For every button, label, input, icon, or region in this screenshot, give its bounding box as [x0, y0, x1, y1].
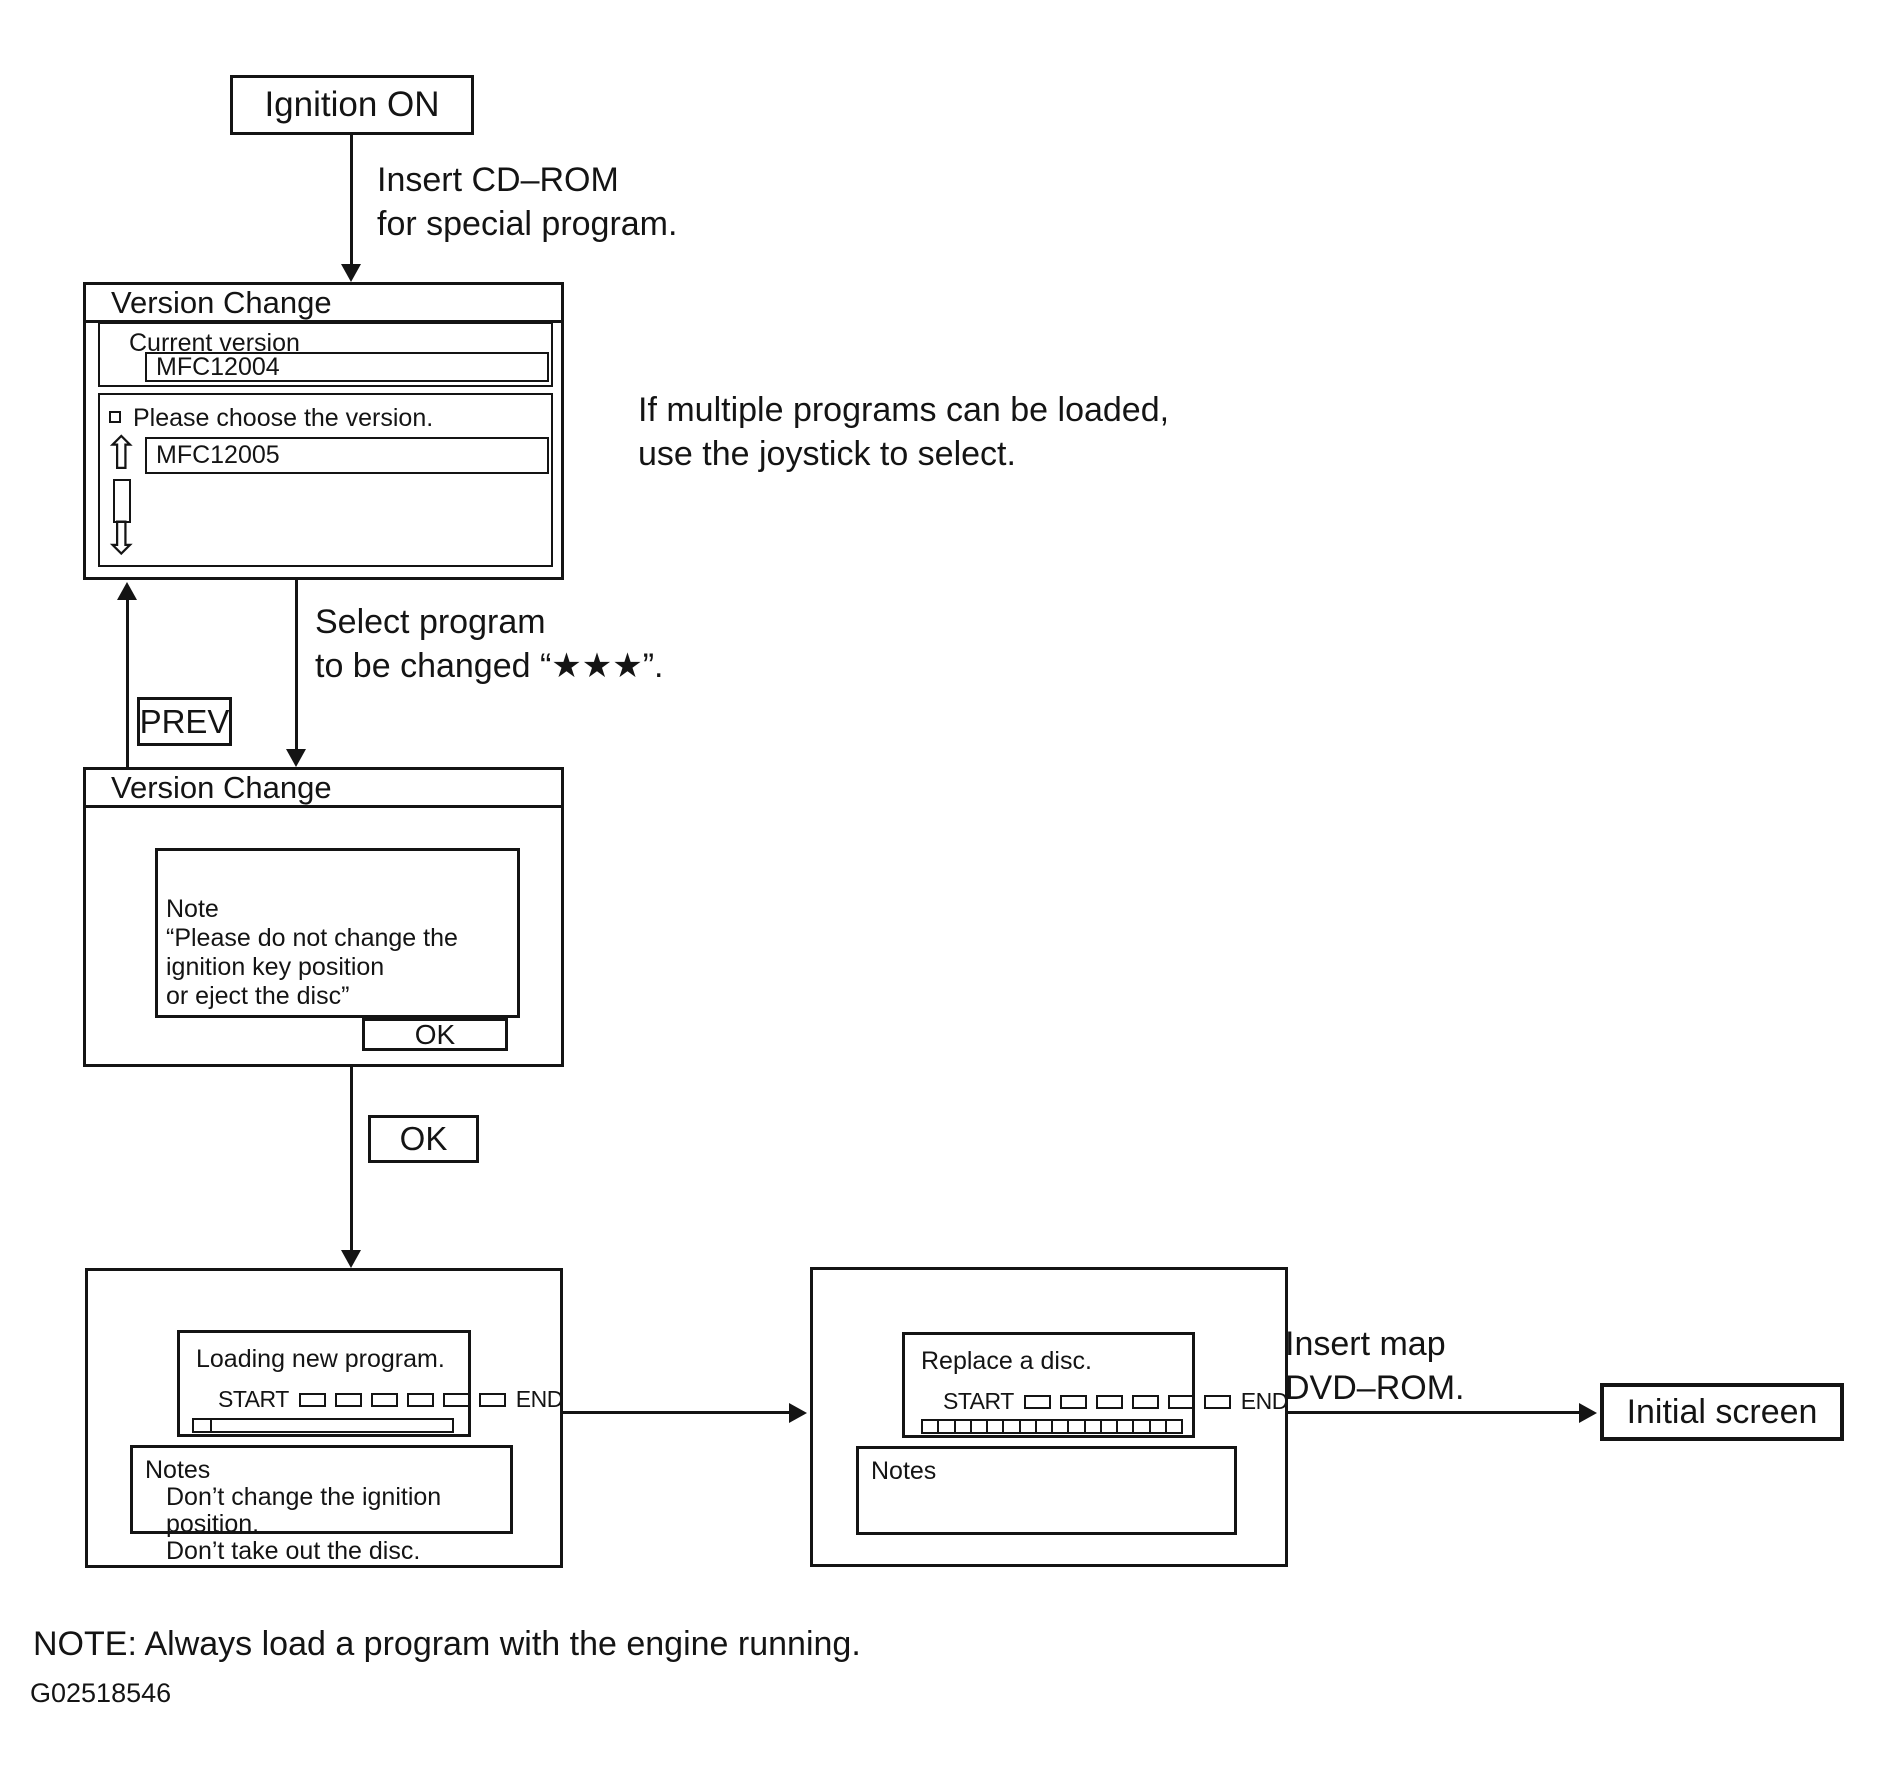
scroll-track: [113, 479, 131, 523]
arrowhead-down-icon: [286, 749, 306, 767]
window-replace-disc: Replace a disc. START END Notes: [810, 1267, 1288, 1567]
window-loading: Loading new program. START END Notes Don…: [85, 1268, 563, 1568]
connector-ignition-to-select: [350, 135, 353, 266]
connector-loading-to-replace: [563, 1411, 791, 1414]
connector-replace-to-initial: [1288, 1411, 1579, 1414]
replace-progress-row: START END: [943, 1388, 1288, 1415]
scroll-up-icon: ⇧: [102, 427, 141, 479]
connector-note-to-loading: [350, 1067, 353, 1250]
loading-notes-box: Notes Don’t change the ignition position…: [130, 1445, 513, 1565]
choose-version-prompt: Please choose the version.: [133, 404, 434, 432]
replace-progress-bar: [921, 1419, 1183, 1434]
loading-message: Loading new program.: [196, 1345, 445, 1373]
current-version-panel: Current version MFC12004: [98, 322, 553, 387]
start-label: START: [943, 1388, 1014, 1414]
loading-notes-title: Notes: [145, 1456, 211, 1484]
loading-message-box: Loading new program. START END: [177, 1330, 563, 1437]
arrowhead-right-icon: [789, 1403, 807, 1423]
insert-dvd-note: Insert map DVD–ROM.: [1285, 1325, 1465, 1408]
window-version-note-titlebar: Version Change: [86, 770, 561, 808]
note-dialog: Note “Please do not change the ignition …: [155, 848, 520, 1018]
dialog-ok-label: OK: [414, 1018, 456, 1050]
node-prev-label: PREV: [139, 702, 230, 740]
node-ok: OK: [368, 1115, 479, 1163]
new-version-field: MFC12005: [145, 437, 549, 474]
progress-cells: [1023, 1394, 1231, 1409]
choose-version-panel: Please choose the version. ⇧ ⇩ MFC12005: [98, 393, 553, 567]
figure-id: G02518546: [30, 1678, 172, 1708]
replace-notes-box: Notes: [856, 1446, 1237, 1535]
select-program-note: Select program to be changed “★★★”.: [315, 603, 664, 686]
arrowhead-down-icon: [341, 264, 361, 282]
note-dialog-text: Note “Please do not change the ignition …: [166, 895, 458, 1010]
progress-bar-divider: [210, 1420, 212, 1431]
current-version-value: MFC12004: [156, 352, 280, 381]
start-label: START: [218, 1386, 289, 1412]
node-prev: PREV: [137, 697, 232, 746]
insert-cdrom-note: Insert CD–ROM for special program.: [377, 161, 678, 244]
bullet-square-icon: [109, 411, 121, 423]
window-version-note: Version Change Note “Please do not chang…: [83, 767, 564, 1067]
connector-prev: [126, 600, 129, 767]
node-ignition-on-label: Ignition ON: [264, 85, 440, 124]
scroll-down-icon: ⇩: [102, 512, 141, 564]
node-ok-label: OK: [399, 1120, 448, 1157]
connector-select-to-note: [295, 580, 298, 750]
loading-progress-row: START END: [218, 1386, 563, 1413]
bottom-note: NOTE: Always load a program with the eng…: [33, 1625, 861, 1663]
replace-notes-title: Notes: [871, 1457, 937, 1485]
node-initial-screen: Initial screen: [1600, 1383, 1844, 1441]
window-version-select-title: Version Change: [111, 284, 332, 320]
joystick-note: If multiple programs can be loaded, use …: [638, 391, 1170, 474]
node-initial-screen-label: Initial screen: [1626, 1392, 1818, 1431]
arrowhead-right-icon: [1579, 1403, 1597, 1423]
loading-progress-bar: [192, 1418, 454, 1433]
arrowhead-up-icon: [117, 582, 137, 600]
window-version-select: Version Change Current version MFC12004 …: [83, 282, 564, 580]
replace-message: Replace a disc.: [921, 1347, 1092, 1375]
dialog-ok-button: OK: [362, 1018, 508, 1051]
progress-cells: [298, 1392, 506, 1407]
current-version-label: Current version: [129, 329, 300, 357]
end-label: END: [1240, 1388, 1289, 1414]
node-ignition-on: Ignition ON: [230, 75, 474, 135]
window-version-note-title: Version Change: [111, 769, 332, 805]
current-version-field: MFC12004: [145, 352, 549, 382]
arrowhead-down-icon: [341, 1250, 361, 1268]
window-version-select-titlebar: Version Change: [86, 285, 561, 323]
new-version-value: MFC12005: [156, 441, 280, 469]
end-label: END: [515, 1386, 564, 1412]
replace-message-box: Replace a disc. START END: [902, 1332, 1288, 1438]
loading-notes-text: Don’t change the ignition position. Don’…: [166, 1483, 442, 1565]
